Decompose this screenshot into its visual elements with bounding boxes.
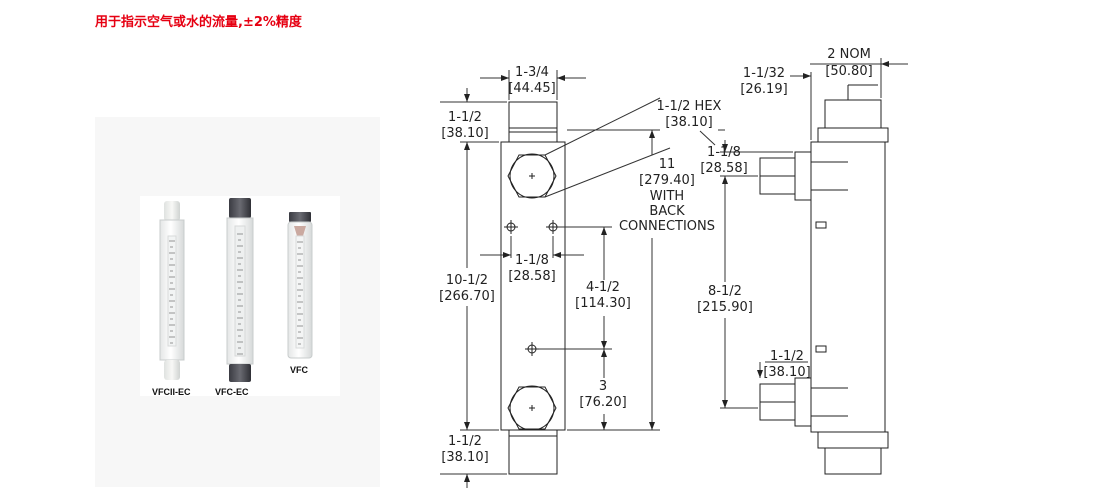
side-dimension-labels: 2 NOM [50.80] 1-1/32 [26.19] 1-1/8 [28.5… [697,47,873,380]
dim-overall-note-2: BACK [649,204,685,219]
dim-bottom-conn-label: 1-1/2 [770,349,804,364]
page-headline: 用于指示空气或水的流量,±2%精度 [95,15,302,30]
flowmeter-vfcii-ec [159,201,185,380]
dim-bottom-conn-metric: [38.10] [763,365,810,380]
dim-conn-spacing-metric: [215.90] [697,300,753,315]
dim-hole-to-mid-label: 4-1/2 [586,280,620,295]
dim-hole-to-mid-metric: [114.30] [575,296,631,311]
dim-mid-to-bottom-label: 3 [599,379,607,394]
dimension-arrowheads [464,61,889,482]
dim-conn-spacing-label: 8-1/2 [708,284,742,299]
dim-overall-label: 11 [659,157,676,172]
dim-bottom-fitting-metric: [38.10] [441,450,488,465]
side-view-outline [759,84,889,475]
dim-nom-metric: [50.80] [825,64,872,79]
dim-depth-metric: [26.19] [740,82,787,97]
side-view-dimensions [720,58,908,409]
dim-top-conn-metric: [28.58] [700,161,747,176]
flowmeter-scale-ticks [169,233,303,355]
dim-overall-metric: [279.40] [639,173,695,188]
caption-vfc-ec: VFC-EC [215,387,249,397]
dim-top-conn-label: 1-1/8 [707,145,741,160]
dim-width-metric: [44.45] [508,81,555,96]
front-view-outline [500,101,566,475]
dim-width-label: 1-3/4 [515,65,549,80]
dim-mid-to-bottom-metric: [76.20] [579,395,626,410]
dim-body-label: 10-1/2 [446,273,488,288]
dim-nom-label: 2 NOM [827,47,871,62]
caption-vfc: VFC [290,365,308,375]
dim-depth-label: 1-1/32 [743,66,785,81]
flowmeter-vfc-ec [226,198,254,382]
caption-vfcii-ec: VFCII-EC [152,387,191,397]
dim-top-fitting-label: 1-1/2 [448,110,482,125]
dim-body-metric: [266.70] [439,289,495,304]
dim-overall-note-1: WITH [650,189,684,204]
dim-bottom-fitting-label: 1-1/2 [448,434,482,449]
dim-hex-label: 1-1/2 HEX [657,99,722,114]
flowmeter-photos [159,198,313,382]
front-dimension-labels: 1-3/4 [44.45] 1-1/2 [38.10] 10-1/2 [266.… [439,65,721,465]
dim-overall-note-3: CONNECTIONS [619,219,715,234]
dim-hole-spacing-label: 1-1/8 [515,253,549,268]
dim-hex-metric: [38.10] [665,115,712,130]
dim-hole-spacing-metric: [28.58] [508,269,555,284]
dim-top-fitting-metric: [38.10] [441,126,488,141]
